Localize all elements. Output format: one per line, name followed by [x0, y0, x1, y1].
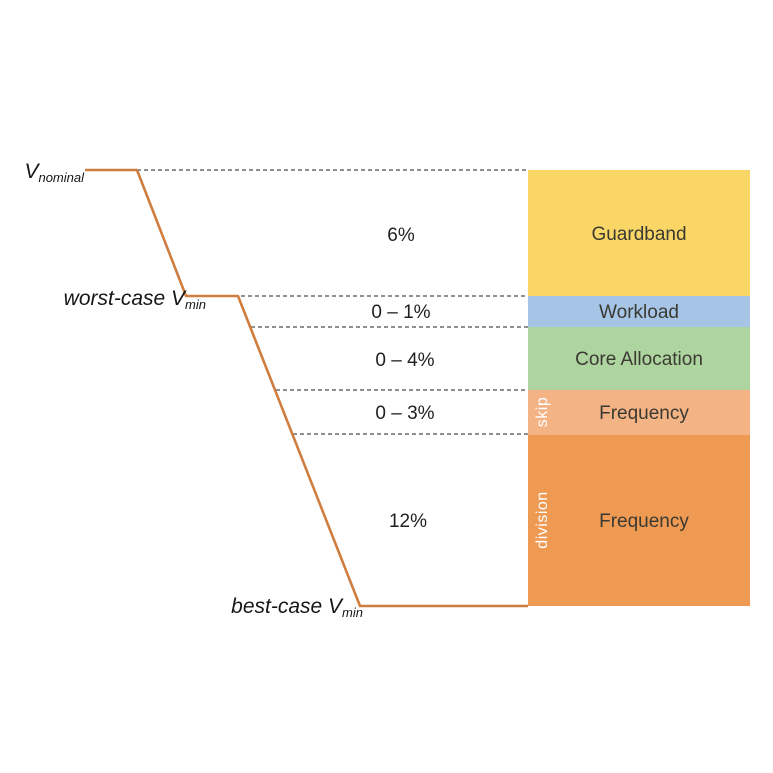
- best-case-vmin-label: best-case Vmin: [231, 595, 363, 620]
- percent-workload: 0 – 1%: [371, 302, 430, 323]
- label-frequency-skip: Frequency: [599, 403, 689, 424]
- segment-box-workload: [528, 296, 750, 327]
- label-frequency-division: Frequency: [599, 511, 689, 532]
- label-core-allocation: Core Allocation: [575, 349, 703, 370]
- v-nominal-sub: nominal: [38, 170, 85, 185]
- dashed-level-lines: [137, 169, 528, 435]
- v-nominal-label: Vnominal: [24, 160, 85, 185]
- segment-box-guardband: [528, 170, 750, 296]
- v-nominal-base: V: [24, 160, 40, 183]
- segment-stack: [528, 170, 750, 606]
- vmin-line: [85, 168, 528, 608]
- best-case-base: best-case V: [231, 595, 344, 618]
- segment-box-frequency-division: [528, 435, 750, 606]
- side-label-skip: skip: [534, 397, 551, 427]
- worst-case-base: worst-case V: [64, 287, 187, 310]
- percent-core-allocation: 0 – 4%: [375, 350, 434, 371]
- label-guardband: Guardband: [591, 224, 686, 245]
- percent-frequency-division: 12%: [389, 511, 427, 532]
- segment-labels: Guardband Workload Core Allocation Frequ…: [575, 224, 703, 532]
- percent-labels: 6% 0 – 1% 0 – 4% 0 – 3% 12%: [371, 225, 434, 532]
- best-case-sub: min: [342, 605, 363, 620]
- side-label-division: division: [534, 491, 551, 548]
- segment-box-frequency-skip: [528, 390, 750, 435]
- segment-box-core-allocation: [528, 327, 750, 390]
- worst-case-sub: min: [185, 297, 206, 312]
- percent-frequency-skip: 0 – 3%: [375, 403, 434, 424]
- label-workload: Workload: [599, 302, 679, 323]
- worst-case-vmin-label: worst-case Vmin: [64, 287, 206, 312]
- percent-guardband: 6%: [387, 225, 415, 246]
- side-labels: skip division: [534, 397, 551, 549]
